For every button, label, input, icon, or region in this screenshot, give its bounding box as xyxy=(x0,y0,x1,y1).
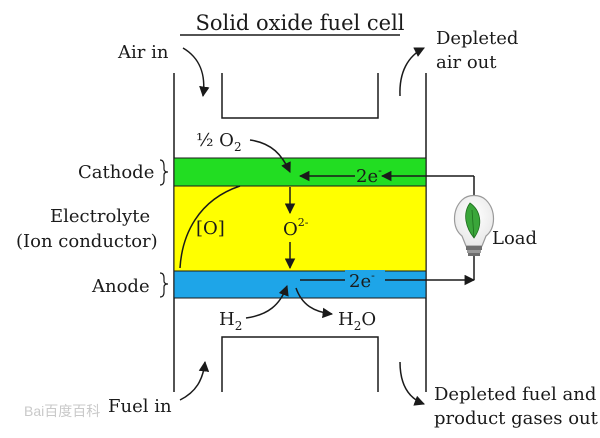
o-bracket-label: [O] xyxy=(196,218,225,239)
load-label: Load xyxy=(492,228,537,249)
cathode-layer xyxy=(173,157,427,187)
anode-layer xyxy=(173,270,427,299)
cathode-brace xyxy=(159,159,169,186)
electron-label-bg xyxy=(345,270,385,288)
h2o-label: H2O xyxy=(338,309,376,333)
o2-to-cathode-arrow xyxy=(249,139,291,173)
fuel-in-label: Fuel in xyxy=(108,396,172,417)
depleted-air-arrow xyxy=(399,47,425,97)
air-in-label: Air in xyxy=(117,42,169,63)
depleted-air-label-2: air out xyxy=(436,52,497,73)
electron-label-top: 2e- xyxy=(356,164,382,187)
light-bulb-leaf-icon xyxy=(453,194,495,256)
electron-label-bottom: 2e- xyxy=(349,269,375,292)
cathode-label: Cathode xyxy=(78,162,154,183)
fuel-channel-inner xyxy=(221,336,379,392)
electrolyte-layer xyxy=(173,185,427,272)
h2-label: H2 xyxy=(219,309,242,333)
anode-brace xyxy=(159,272,169,298)
half-o2-label: ½ O2 xyxy=(196,130,242,154)
depleted-air-label-1: Depleted xyxy=(436,28,518,49)
anode-label: Anode xyxy=(91,276,150,297)
air-channel-inner xyxy=(221,73,379,119)
h2-to-anode-arrow xyxy=(245,285,289,319)
watermark: Bai百度百科 xyxy=(24,403,100,419)
electrolyte-label-1: Electrolyte xyxy=(50,206,150,227)
oxygen-path-curve xyxy=(179,185,241,269)
fuel-in-arrow xyxy=(179,360,210,401)
air-in-arrow xyxy=(182,47,210,98)
oxide-ion-label: O2- xyxy=(283,216,309,240)
electrolyte-label-2: (Ion conductor) xyxy=(16,231,158,252)
depleted-fuel-label-2: product gases out xyxy=(434,408,599,429)
depleted-fuel-label-1: Depleted fuel and xyxy=(434,384,596,405)
diagram-title: Solid oxide fuel cell xyxy=(195,11,404,35)
anode-to-h2o-arrow xyxy=(295,287,334,319)
depleted-fuel-arrow xyxy=(399,361,425,406)
